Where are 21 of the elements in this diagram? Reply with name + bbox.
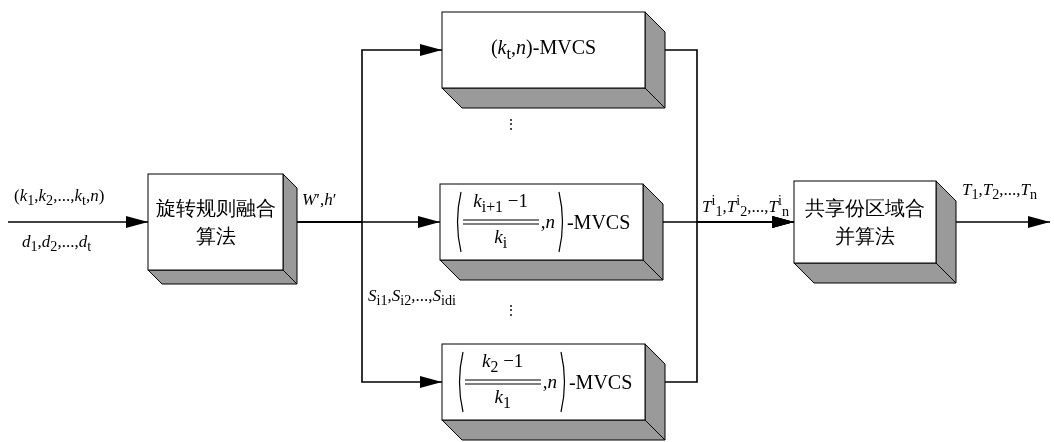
- numerator: k$_{2}$ −1: [482, 349, 524, 377]
- block-label: (k$_{t}$,n)-MVCS: [490, 36, 597, 64]
- numerator: k$_{i+1}$ −1: [473, 189, 528, 217]
- block-label: 旋转规则融合算法: [154, 196, 277, 249]
- arrow: [955, 216, 1051, 228]
- parameter-text: ,n: [541, 371, 558, 393]
- signal-label: d$_{1}$,d$_{2}$,...,d$_{t}$: [22, 232, 92, 257]
- signal-label: T$_{1}$,T$_{2}$,...,T$_{n}$: [962, 180, 1038, 205]
- signal-label: S$_{i1}$,S$_{i2}$,...,S$_{idi}$: [368, 286, 456, 311]
- denominator: k$_{i}$: [494, 225, 508, 253]
- arrow: [296, 221, 443, 388]
- parameter-text: ,n: [539, 211, 556, 233]
- block-label: -MVCS: [566, 210, 631, 234]
- ellipsis-mark: ⋮: [504, 301, 518, 320]
- ellipsis-mark: ⋮: [504, 115, 518, 134]
- block-label: 共享份区域合并算法: [804, 196, 926, 249]
- signal-label: (k$_{1}$,k$_{2}$,...,k$_{t}$,n): [14, 186, 105, 211]
- denominator: k$_{1}$: [494, 385, 511, 413]
- signal-label: W′,h′: [302, 190, 337, 210]
- block-label: -MVCS: [568, 370, 633, 394]
- arrow: [7, 216, 149, 228]
